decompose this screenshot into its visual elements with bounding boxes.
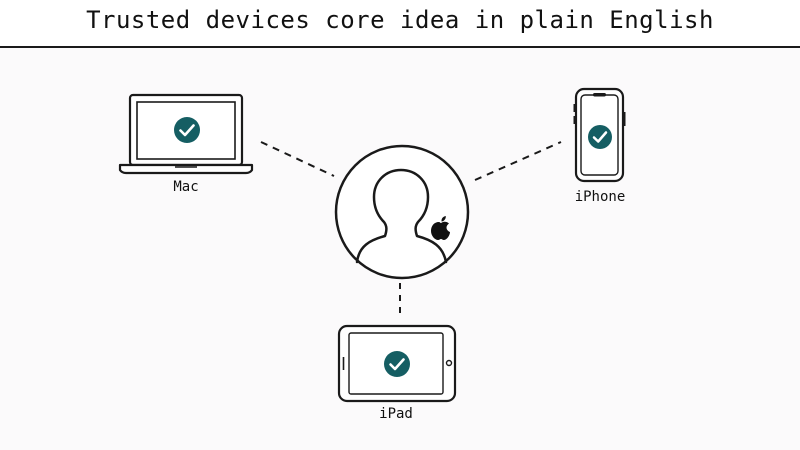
checkmark-icon [588,125,612,149]
mac-device [118,93,254,175]
device-label-mac: Mac [173,179,199,195]
connector-iphone [474,141,562,181]
connector-mac [260,141,335,177]
checkmark-icon [384,351,410,377]
title-bar [0,0,800,46]
device-label-ipad: iPad [379,406,413,422]
page-title: Trusted devices core idea in plain Engli… [86,6,714,34]
user-node [334,144,470,280]
user-silhouette-icon [355,168,448,264]
iphone-device [573,87,626,183]
device-label-iphone: iPhone [574,189,626,205]
apple-logo-icon [431,216,450,240]
title-divider [0,46,800,48]
checkmark-icon [174,117,200,143]
ipad-device [337,324,457,403]
